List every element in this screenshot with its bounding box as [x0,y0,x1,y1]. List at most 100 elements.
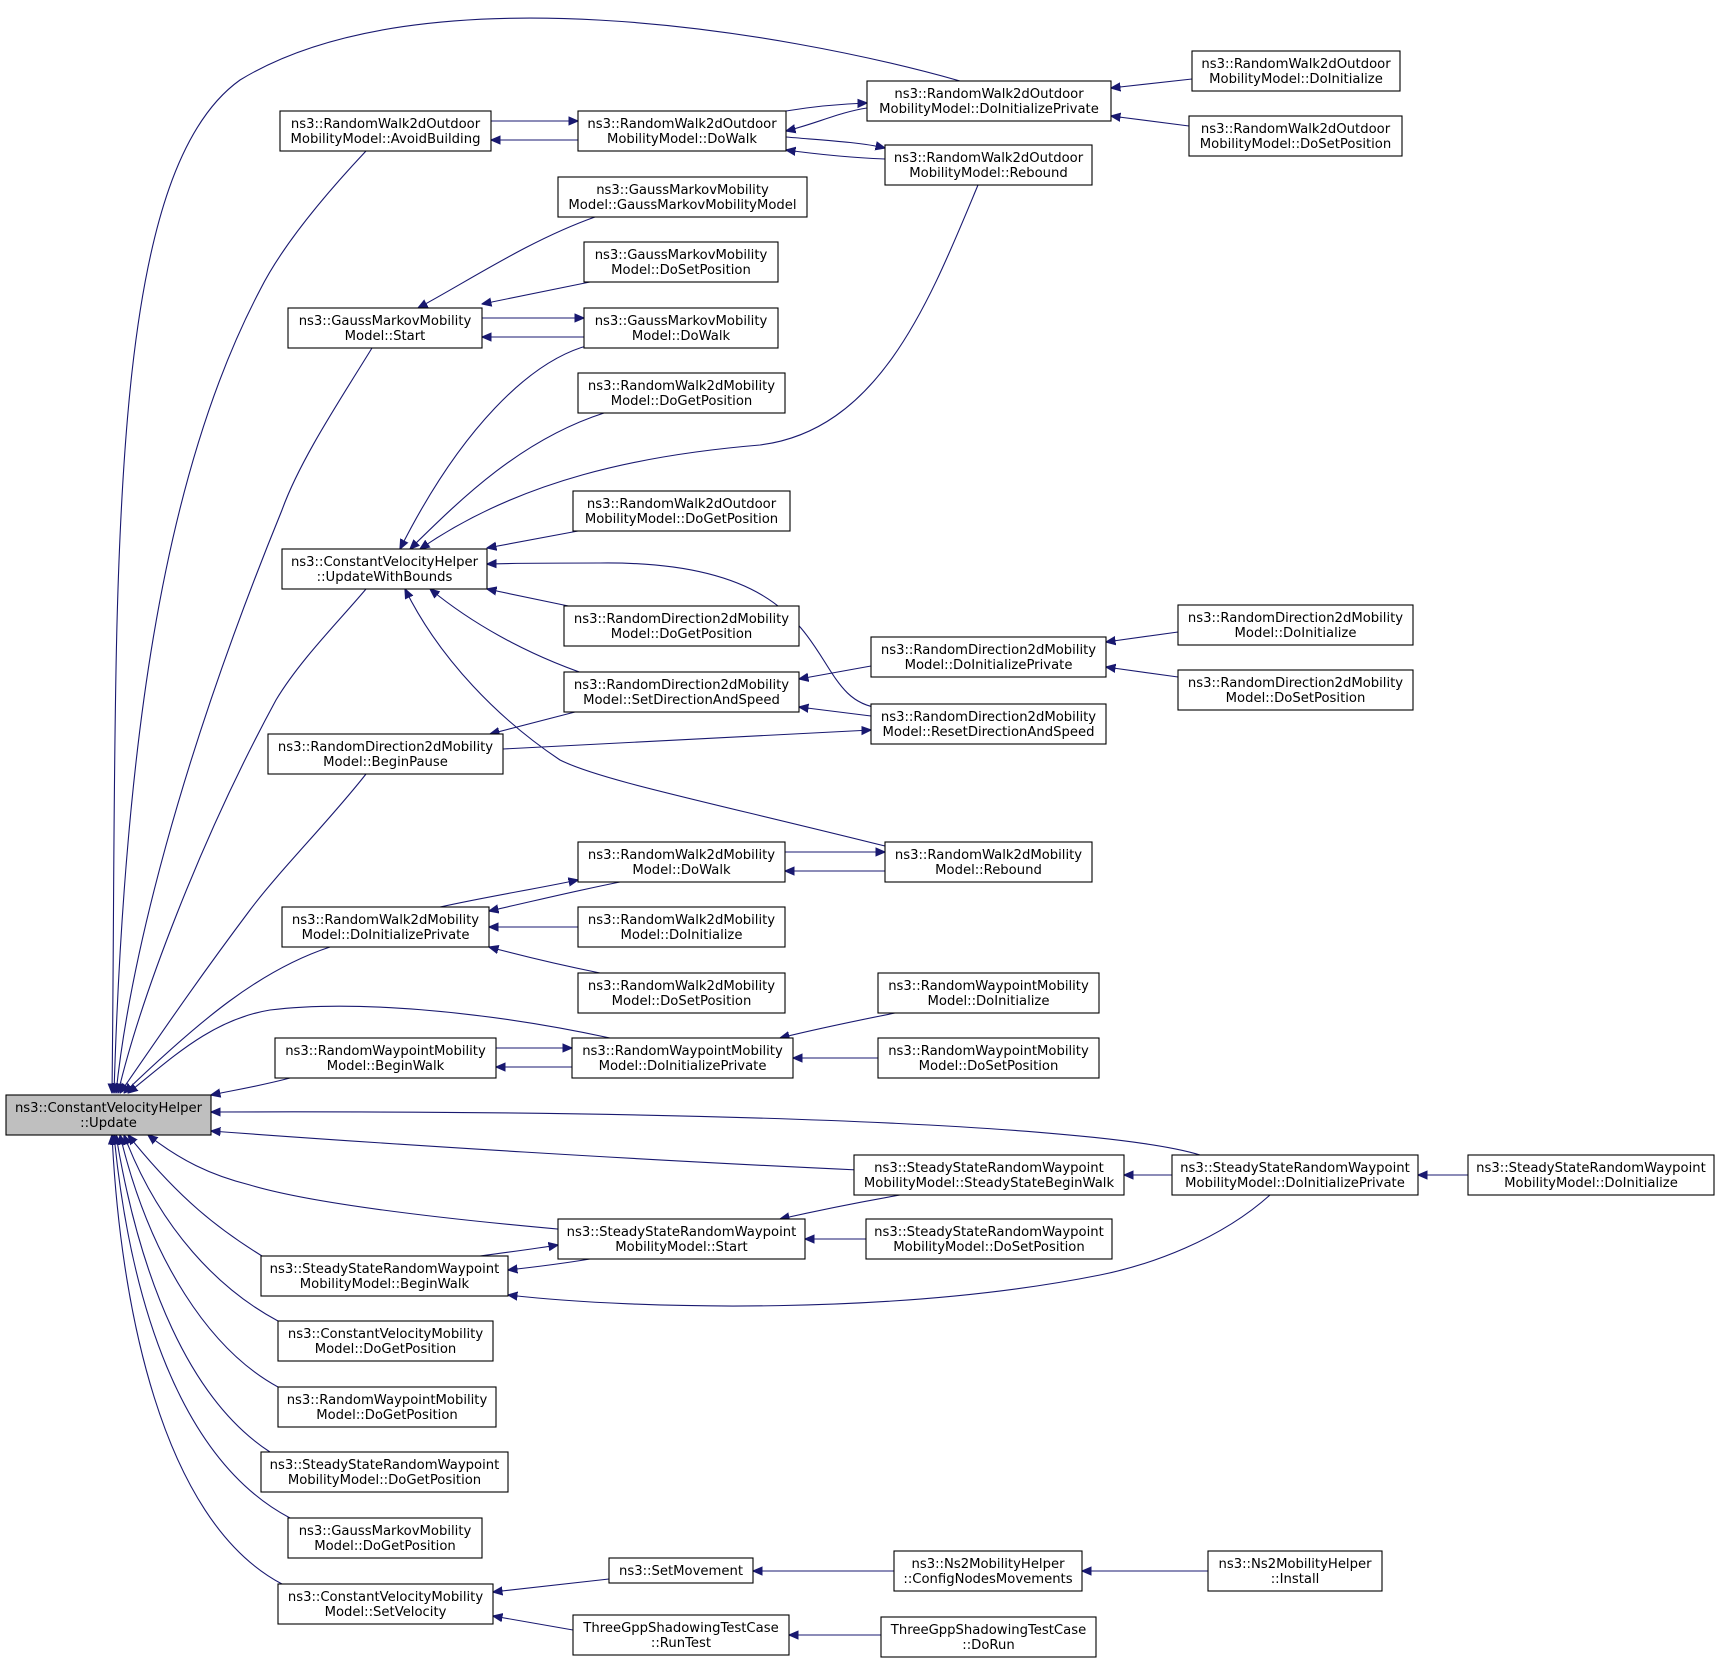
node-cvm-setvel[interactable]: ns3::ConstantVelocityMobilityModel::SetV… [277,1583,494,1625]
node-setmovement[interactable]: ns3::SetMovement [608,1557,754,1584]
node-cvh-uwb[interactable]: ns3::ConstantVelocityHelper::UpdateWithB… [281,548,488,590]
node-root[interactable]: ns3::ConstantVelocityHelper::Update [5,1094,212,1136]
node-rwp-dogetpos[interactable]: ns3::RandomWaypointMobilityModel::DoGetP… [277,1386,497,1428]
node-label-line: ns3::RandomDirection2dMobility [881,710,1096,725]
node-rw2o-dogetpos[interactable]: ns3::RandomWalk2dOutdoorMobilityModel::D… [572,490,791,532]
edge-rw2d_dowalk-to-rw2d_dip [489,881,621,911]
node-label-line: ns3::RandomWalk2dOutdoor [894,151,1084,166]
node-label-line: ns3::RandomWalk2dOutdoor [1201,57,1391,72]
node-rw2o-dowalk[interactable]: ns3::RandomWalk2dOutdoorMobilityModel::D… [577,110,787,152]
node-rwp-doinit[interactable]: ns3::RandomWaypointMobilityModel::DoInit… [877,972,1100,1014]
node-label-line: MobilityModel::Start [615,1240,747,1255]
node-box [281,906,490,948]
node-tgpp-dorun[interactable]: ThreeGppShadowingTestCase::DoRun [880,1616,1097,1658]
edge-line [786,107,868,131]
node-box [577,372,786,414]
node-box [274,1037,497,1079]
node-label-line: ns3::SteadyStateRandomWaypoint [1180,1161,1410,1176]
node-rwp-dip[interactable]: ns3::RandomWaypointMobilityModel::DoInit… [571,1037,794,1079]
node-label-line: MobilityModel::DoSetPosition [1200,137,1392,152]
edge-rw2o_dowalk-to-rw2o_dip [785,103,867,112]
node-label-line: Model::DoGetPosition [315,1342,457,1357]
node-ns2-install[interactable]: ns3::Ns2MobilityHelper::Install [1207,1550,1383,1592]
node-box [583,241,779,283]
edge-line [482,281,591,304]
edge-line [1106,667,1179,678]
edge-line [1111,116,1190,127]
edge-line [124,946,331,1093]
node-label-line: Model::DoGetPosition [316,1408,458,1423]
node-label-line: MobilityModel::DoSetPosition [893,1240,1085,1255]
node-rw2o-avoid[interactable]: ns3::RandomWalk2dOutdoorMobilityModel::A… [279,110,492,152]
node-box [1467,1154,1715,1196]
node-rd2d-beginpause[interactable]: ns3::RandomDirection2dMobilityModel::Beg… [267,733,504,775]
edge-line [128,1005,611,1093]
node-label-line: Model::DoInitializePrivate [905,658,1073,673]
node-ss-dosetpos[interactable]: ns3::SteadyStateRandomWaypointMobilityMo… [865,1218,1113,1260]
node-rwp-dosetpos[interactable]: ns3::RandomWaypointMobilityModel::DoSetP… [877,1037,1100,1079]
node-ss-dogetpos[interactable]: ns3::SteadyStateRandomWaypointMobilityMo… [260,1451,509,1493]
node-rd2d-dip[interactable]: ns3::RandomDirection2dMobilityModel::DoI… [870,636,1107,678]
node-label-line: ns3::RandomWalk2dMobility [588,379,775,394]
edge-rwp_dip-to-root [128,1005,611,1093]
node-rd2d-dogetpos[interactable]: ns3::RandomDirection2dMobilityModel::DoG… [563,605,800,647]
node-ss-sbw[interactable]: ns3::SteadyStateRandomWaypointMobilityMo… [853,1154,1125,1196]
node-gm-dowalk[interactable]: ns3::GaussMarkovMobilityModel::DoWalk [583,307,779,349]
edge-line [420,184,979,549]
node-label-line: ns3::GaussMarkovMobility [595,314,768,329]
node-ss-doinit[interactable]: ns3::SteadyStateRandomWaypointMobilityMo… [1467,1154,1715,1196]
node-rwp-beginwalk[interactable]: ns3::RandomWaypointMobilityModel::BeginW… [274,1037,497,1079]
node-ns2-config[interactable]: ns3::Ns2MobilityHelper::ConfigNodesMovem… [893,1550,1083,1592]
node-tgpp-runtest[interactable]: ThreeGppShadowingTestCase::RunTest [572,1614,790,1656]
node-rd2d-reset[interactable]: ns3::RandomDirection2dMobilityModel::Res… [870,703,1107,745]
edge-line [785,103,867,112]
node-gm-dosetpos[interactable]: ns3::GaussMarkovMobilityModel::DoSetPosi… [583,241,779,283]
node-ss-start[interactable]: ns3::SteadyStateRandomWaypointMobilityMo… [557,1218,806,1260]
edge-rd2d_dogetpos-to-cvh_uwb [487,589,579,609]
edge-rw2d_dip-to-rw2d_dowalk [439,880,578,908]
edge-rw2o_dogetpos-to-cvh_uwb [487,530,579,548]
edge-rw2o_dosetpos-to-rw2o_dip [1111,116,1190,127]
node-cvm-dogetpos[interactable]: ns3::ConstantVelocityMobilityModel::DoGe… [277,1320,494,1362]
node-rw2d-dip[interactable]: ns3::RandomWalk2dMobilityModel::DoInitia… [281,906,490,948]
node-rd2d-dosetpos[interactable]: ns3::RandomDirection2dMobilityModel::DoS… [1177,669,1414,711]
node-gm-ctor[interactable]: ns3::GaussMarkovMobilityModel::GaussMark… [557,176,808,218]
node-label-line: ns3::RandomWalk2dOutdoor [1201,122,1391,137]
node-box [577,972,786,1014]
node-ss-dip[interactable]: ns3::SteadyStateRandomWaypointMobilityMo… [1171,1154,1419,1196]
node-rw2d-dogetpos[interactable]: ns3::RandomWalk2dMobilityModel::DoGetPos… [577,372,786,414]
node-label-line: ns3::RandomWalk2dMobility [588,913,775,928]
node-box [279,110,492,152]
node-rw2o-rebound[interactable]: ns3::RandomWalk2dOutdoorMobilityModel::R… [884,144,1093,186]
edge-setmovement-to-cvm_setvel [493,1578,610,1592]
node-rw2o-dosetpos[interactable]: ns3::RandomWalk2dOutdoorMobilityModel::D… [1188,115,1403,157]
edge-rwp_beginwalk-to-root [211,1077,291,1095]
edge-line [211,1131,859,1171]
edge-line [1106,631,1179,642]
node-label-line: Model::BeginWalk [327,1059,445,1074]
edge-line [502,730,871,750]
edge-line [116,1135,271,1453]
node-gm-start[interactable]: ns3::GaussMarkovMobilityModel::Start [287,307,483,349]
node-label-line: MobilityModel::DoInitialize [1209,72,1383,87]
node-rw2o-dip[interactable]: ns3::RandomWalk2dOutdoorMobilityModel::D… [866,80,1112,122]
node-ss-beginwalk[interactable]: ns3::SteadyStateRandomWaypointMobilityMo… [260,1255,509,1297]
edge-line [400,344,591,549]
node-box [880,1616,1097,1658]
node-gm-dogetpos[interactable]: ns3::GaussMarkovMobilityModel::DoGetPosi… [287,1517,483,1559]
edge-line [211,1077,291,1095]
edge-rw2o_dip-to-rw2o_dowalk [786,107,868,131]
node-label-line: ns3::SetMovement [619,1564,743,1579]
edge-rd2d_setdir-to-rd2d_beginpause [490,711,576,734]
edge-gm_dowalk-to-cvh_uwb [400,344,591,549]
node-rd2d-doinit[interactable]: ns3::RandomDirection2dMobilityModel::DoI… [1177,604,1414,646]
node-label-line: ns3::RandomDirection2dMobility [1188,676,1403,691]
node-rw2d-doinit[interactable]: ns3::RandomWalk2dMobilityModel::DoInitia… [577,906,786,948]
node-rd2d-setdir[interactable]: ns3::RandomDirection2dMobilityModel::Set… [563,671,800,713]
node-rw2o-doinit[interactable]: ns3::RandomWalk2dOutdoorMobilityModel::D… [1191,50,1401,92]
node-box [577,110,787,152]
edge-gm_start-to-root [116,347,373,1093]
node-rw2d-dosetpos[interactable]: ns3::RandomWalk2dMobilityModel::DoSetPos… [577,972,786,1014]
